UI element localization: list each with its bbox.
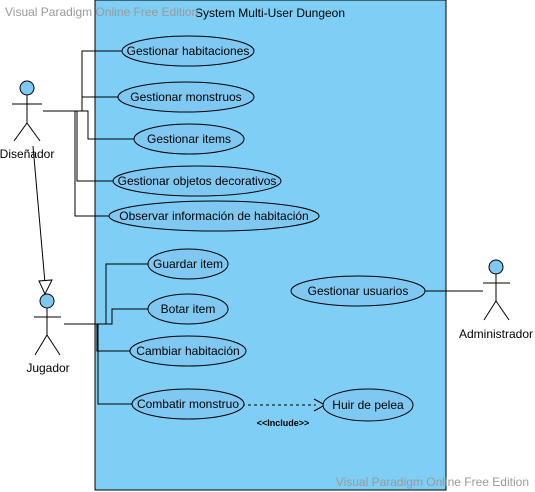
usecase-manage-items-label: Gestionar items [147,132,231,146]
actor-player-label: Jugador [26,361,69,375]
usecase-manage-users-label: Gestionar usuarios [308,284,409,298]
usecase-manage-monsters-label: Gestionar monstruos [130,90,241,104]
actor-admin-label: Administrador [459,327,533,341]
assoc-designer-items [68,110,134,140]
usecase-manage-decorative[interactable] [112,165,282,197]
include-label: <<Include>> [257,418,310,428]
usecase-change-room[interactable] [129,335,247,367]
assoc-player-fight [64,323,132,405]
assoc-designer-monsters [43,96,118,112]
usecase-flee-fight[interactable] [322,388,414,422]
actor-admin[interactable] [483,259,510,321]
usecase-drop-item-label: Botar item [161,302,216,316]
assoc-designer-observe [68,110,109,217]
generalization-arrowhead [38,279,53,296]
usecase-save-item[interactable] [147,248,229,280]
usecase-save-item-label: Guardar item [153,257,223,271]
usecase-manage-users[interactable] [290,275,426,307]
usecase-manage-decorative-label: Gestionar objetos decorativos [118,174,277,188]
usecase-change-room-label: Cambiar habitación [136,344,239,358]
system-title: System Multi-User Dungeon [195,6,345,20]
usecase-observe-room-info[interactable] [108,200,320,232]
usecase-manage-monsters[interactable] [117,81,255,113]
actor-designer[interactable] [12,80,42,142]
usecase-manage-rooms-label: Gestionar habitaciones [127,44,250,58]
usecase-drop-item[interactable] [147,293,229,325]
actor-player[interactable] [34,293,61,356]
usecase-observe-room-info-label: Observar información de habitación [119,209,308,223]
generalization-line [32,145,46,284]
actor-designer-head [19,80,35,96]
actor-designer-label: Diseñador [0,147,54,161]
watermark-top: Visual Paradigm Online Free Edition [5,5,198,19]
usecase-manage-rooms[interactable] [121,35,255,67]
usecase-fight-monster[interactable] [131,388,245,420]
actor-admin-head [488,259,504,275]
usecase-fight-monster-label: Combatir monstruo [137,397,239,411]
usecase-manage-items[interactable] [133,123,245,155]
usecase-flee-fight-label: Huir de pelea [332,398,404,412]
watermark-bottom: Visual Paradigm Online Free Edition [336,475,529,489]
actor-player-head [39,293,55,309]
